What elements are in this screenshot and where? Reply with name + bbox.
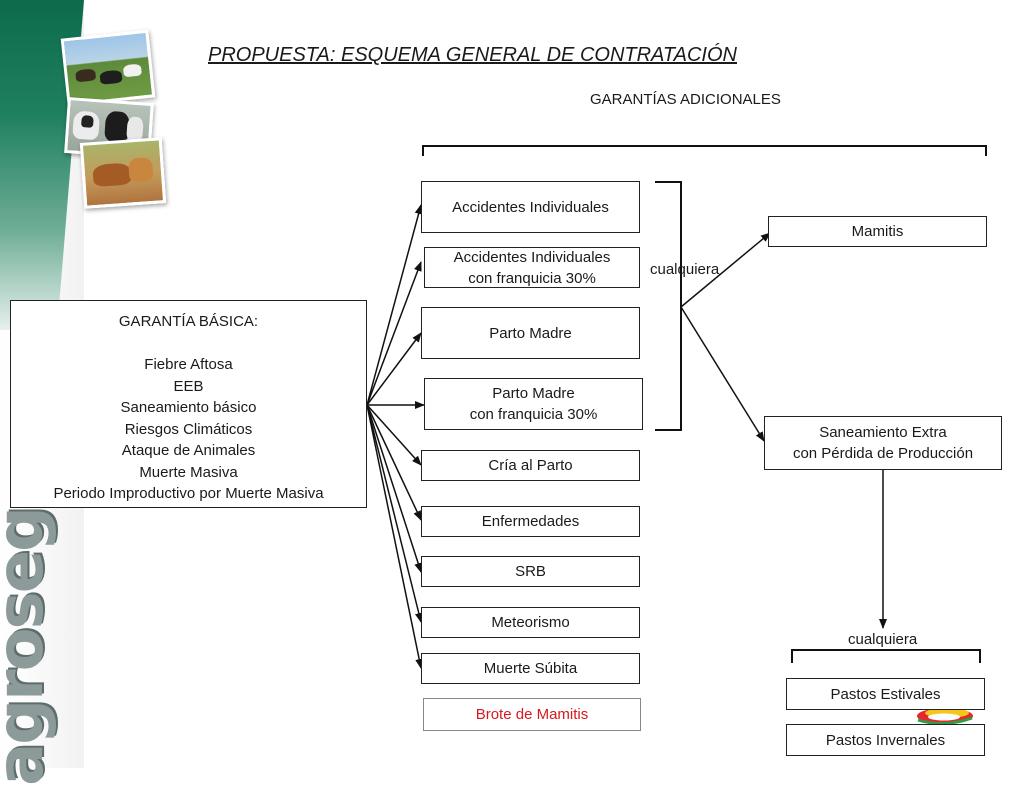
- basic-item: EEB: [173, 377, 204, 395]
- additional-box-accidentes-franquicia: Accidentes Individuales con franquicia 3…: [424, 247, 640, 288]
- additional-box-brote-mamitis: Brote de Mamitis: [423, 698, 641, 731]
- top-bracket: [422, 145, 987, 156]
- additional-box-meteorismo: Meteorismo: [421, 607, 640, 638]
- pastos-invernales-box: Pastos Invernales: [786, 724, 985, 756]
- arrow-to-mamitis: [680, 232, 771, 308]
- additional-label: Parto Madre: [492, 385, 575, 402]
- agroseg-logo-mark: [917, 708, 973, 725]
- additional-label: Accidentes Individuales: [453, 248, 611, 266]
- basic-guarantee-box: GARANTÍA BÁSICA: Fiebre Aftosa EEB Sanea…: [10, 300, 367, 508]
- saneamiento-label: con Pérdida de Producción: [792, 445, 974, 462]
- additional-box-parto-madre-franquicia: Parto Madre con franquicia 30%: [424, 378, 643, 430]
- additional-box-enfermedades: Enfermedades: [421, 506, 640, 537]
- pastos-bracket: [791, 649, 981, 663]
- saneamiento-label: Saneamiento Extra: [819, 424, 947, 441]
- additional-guarantees-heading: GARANTÍAS ADICIONALES: [590, 91, 781, 108]
- mamitis-box: Mamitis: [768, 216, 987, 247]
- right-bracket: [655, 181, 682, 431]
- additional-label: Meteorismo: [491, 614, 570, 631]
- basic-item: Fiebre Aftosa: [144, 356, 233, 373]
- basic-item: Saneamiento básico: [120, 399, 257, 416]
- saneamiento-extra-box: Saneamiento Extra con Pérdida de Producc…: [764, 416, 1002, 470]
- additional-label: Cría al Parto: [488, 457, 573, 474]
- additional-box-accidentes: Accidentes Individuales: [421, 181, 640, 233]
- additional-label: con franquicia 30%: [469, 406, 598, 423]
- basic-item: Riesgos Climáticos: [124, 420, 253, 438]
- cualquiera-label: cualquiera: [848, 631, 918, 648]
- additional-box-cria-parto: Cría al Parto: [421, 450, 640, 481]
- additional-box-parto-madre: Parto Madre: [421, 307, 640, 359]
- basic-to-additional-arrows: [366, 204, 425, 669]
- additional-label: Accidentes Individuales: [452, 198, 609, 216]
- pastos-label: Pastos Estivales: [830, 685, 941, 703]
- additional-label: SRB: [515, 563, 546, 580]
- additional-box-muerte-subita: Muerte Súbita: [421, 653, 640, 684]
- additional-label: Enfermedades: [481, 513, 580, 530]
- pastos-label: Pastos Invernales: [825, 731, 946, 749]
- pastos-estivales-box: Pastos Estivales: [786, 678, 985, 710]
- page-title: PROPUESTA: ESQUEMA GENERAL DE CONTRATACI…: [208, 44, 737, 66]
- basic-item: Ataque de Animales: [121, 442, 256, 459]
- mamitis-label: Mamitis: [851, 223, 904, 240]
- arrow-to-saneamiento: [680, 306, 765, 442]
- additional-box-srb: SRB: [421, 556, 640, 587]
- basic-heading: GARANTÍA BÁSICA:: [118, 313, 259, 330]
- diagram-connectors: [366, 145, 987, 669]
- additional-label: Muerte Súbita: [483, 660, 578, 677]
- basic-item: Periodo Improductivo por Muerte Masiva: [53, 485, 324, 502]
- additional-label: Brote de Mamitis: [475, 706, 589, 723]
- additional-label: con franquicia 30%: [468, 269, 596, 287]
- basic-item: Muerte Masiva: [139, 463, 238, 481]
- cualquiera-label: cualquiera: [650, 261, 720, 278]
- additional-label: Parto Madre: [489, 324, 572, 342]
